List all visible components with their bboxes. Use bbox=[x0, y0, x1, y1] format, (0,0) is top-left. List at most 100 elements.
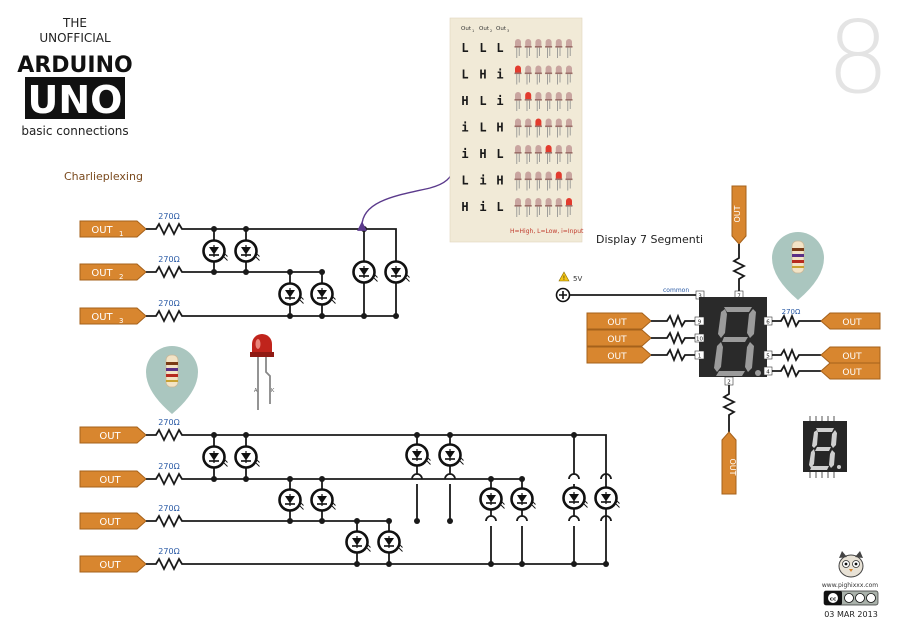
supply-5v: ! 5V bbox=[555, 271, 582, 303]
mini-led bbox=[565, 65, 573, 85]
mini-led bbox=[514, 171, 522, 191]
truth-table-cell: i bbox=[461, 121, 468, 135]
display-segments bbox=[714, 307, 761, 376]
truth-table-cell: L bbox=[496, 41, 503, 55]
bottom-out-3-label: OUT bbox=[99, 517, 121, 528]
truth-table-header-sub: 3 bbox=[507, 29, 509, 33]
mini-led bbox=[534, 118, 542, 138]
display-right-out-3: OUT bbox=[842, 368, 862, 378]
truth-table-cell: H bbox=[496, 174, 503, 188]
truth-table-cell: i bbox=[496, 68, 503, 82]
mini-led bbox=[555, 65, 563, 85]
truth-table-cell: L bbox=[496, 147, 503, 161]
bottom-junctions bbox=[211, 432, 609, 567]
resistor-1: 270Ω bbox=[146, 212, 190, 237]
out2-tag: OUT 2 bbox=[79, 263, 147, 281]
mini-led bbox=[545, 198, 553, 217]
display-right-out-2: OUT bbox=[842, 352, 862, 362]
common-label: common bbox=[663, 287, 689, 294]
pin-left-3: 1 bbox=[698, 354, 702, 360]
footer-website: www.pighixxx.com bbox=[822, 582, 878, 589]
display-left-out-1: OUT bbox=[607, 318, 627, 328]
bottom-out-label: OUT bbox=[728, 458, 737, 475]
pin-left-1: 9 bbox=[698, 320, 702, 326]
display-right-connections: 6 270Ω OUT 5 OUT 4 OUT bbox=[763, 308, 881, 380]
bottom-resistors: 270Ω 270Ω 270Ω 270Ω bbox=[146, 418, 190, 572]
footer-date: 03 MAR 2013 bbox=[824, 610, 878, 619]
mini-led bbox=[555, 171, 563, 191]
out2-sub: 2 bbox=[119, 273, 123, 281]
mini-led bbox=[545, 118, 553, 138]
truth-table-cell: i bbox=[496, 94, 503, 108]
mini-led bbox=[514, 118, 522, 138]
bottom-led-7 bbox=[405, 443, 431, 467]
truth-table-cell: L bbox=[479, 121, 486, 135]
truth-table-cell: H bbox=[461, 94, 468, 108]
resistor-badge-right bbox=[772, 232, 824, 300]
bottom-led-8 bbox=[438, 443, 464, 467]
mini-led bbox=[565, 171, 573, 191]
mini-led bbox=[565, 39, 573, 58]
out2-label: OUT bbox=[91, 268, 113, 279]
mini-led bbox=[565, 118, 573, 138]
led-4 bbox=[310, 282, 336, 306]
red-led-cathode: K bbox=[271, 388, 275, 394]
truth-table-legend: H=High, L=Low, i=Input bbox=[510, 228, 584, 235]
charlieplex-four-wire: OUT OUT OUT OUT 270Ω 270Ω 270Ω 270Ω bbox=[79, 418, 620, 573]
mini-led bbox=[524, 92, 532, 111]
bottom-out-tags: OUT OUT OUT OUT bbox=[79, 426, 147, 573]
mini-led bbox=[534, 39, 542, 58]
sa-icon bbox=[866, 593, 876, 603]
nc-icon bbox=[855, 593, 865, 603]
logo: THE UNOFFICIAL ARDUINO UNO basic connect… bbox=[17, 16, 132, 138]
bottom-led-12 bbox=[594, 486, 620, 510]
led-2 bbox=[234, 239, 260, 263]
display-component-illustration bbox=[803, 416, 847, 478]
mini-led bbox=[545, 92, 553, 111]
display-left-connections: OUT OUT OUT 9 10 1 bbox=[586, 312, 705, 364]
mini-led bbox=[565, 92, 573, 111]
truth-table-cell: H bbox=[461, 200, 468, 214]
out1-sub: 1 bbox=[119, 230, 123, 238]
truth-table-cell: H bbox=[479, 147, 486, 161]
mini-led bbox=[545, 39, 553, 58]
pin-right-1: 6 bbox=[766, 320, 770, 326]
mini-led bbox=[514, 65, 522, 85]
warning-icon: ! bbox=[563, 275, 565, 282]
resistor-3-label: 270Ω bbox=[158, 299, 179, 308]
mini-led bbox=[545, 171, 553, 191]
header-subtitle: basic connections bbox=[21, 124, 128, 138]
bottom-led-10 bbox=[510, 487, 536, 511]
mini-led bbox=[524, 171, 532, 191]
charlieplex-three-wire: OUT 1 OUT 2 OUT 3 270Ω 270Ω 270Ω bbox=[79, 155, 459, 325]
truth-table-cell: L bbox=[479, 94, 486, 108]
brand-uno-box bbox=[25, 77, 125, 119]
display-title: Display 7 Segmenti bbox=[596, 233, 703, 246]
charlieplexing-title: Charlieplexing bbox=[64, 170, 143, 183]
bottom-led-2 bbox=[234, 445, 260, 469]
top-out-label: OUT bbox=[733, 205, 742, 222]
truth-table-led-grid bbox=[514, 39, 573, 217]
cc-badge: cc bbox=[823, 590, 879, 606]
truth-table-cell: L bbox=[461, 41, 468, 55]
display-left-out-3: OUT bbox=[607, 352, 627, 362]
bottom-out-1-label: OUT bbox=[99, 431, 121, 442]
truth-table-header-sub: 2 bbox=[490, 29, 492, 33]
mini-led bbox=[524, 65, 532, 85]
truth-table-cell: L bbox=[461, 68, 468, 82]
red-led-anode: A bbox=[254, 388, 258, 394]
mini-led bbox=[534, 92, 542, 111]
by-icon bbox=[844, 593, 854, 603]
mini-led bbox=[524, 145, 532, 164]
truth-table-header: Out bbox=[479, 26, 490, 32]
sheet-number: 8 bbox=[826, 0, 890, 116]
bottom-resistor-1-label: 270Ω bbox=[158, 418, 179, 427]
mini-led bbox=[555, 145, 563, 164]
mini-led bbox=[534, 145, 542, 164]
mini-led bbox=[534, 171, 542, 191]
mini-led bbox=[524, 118, 532, 138]
